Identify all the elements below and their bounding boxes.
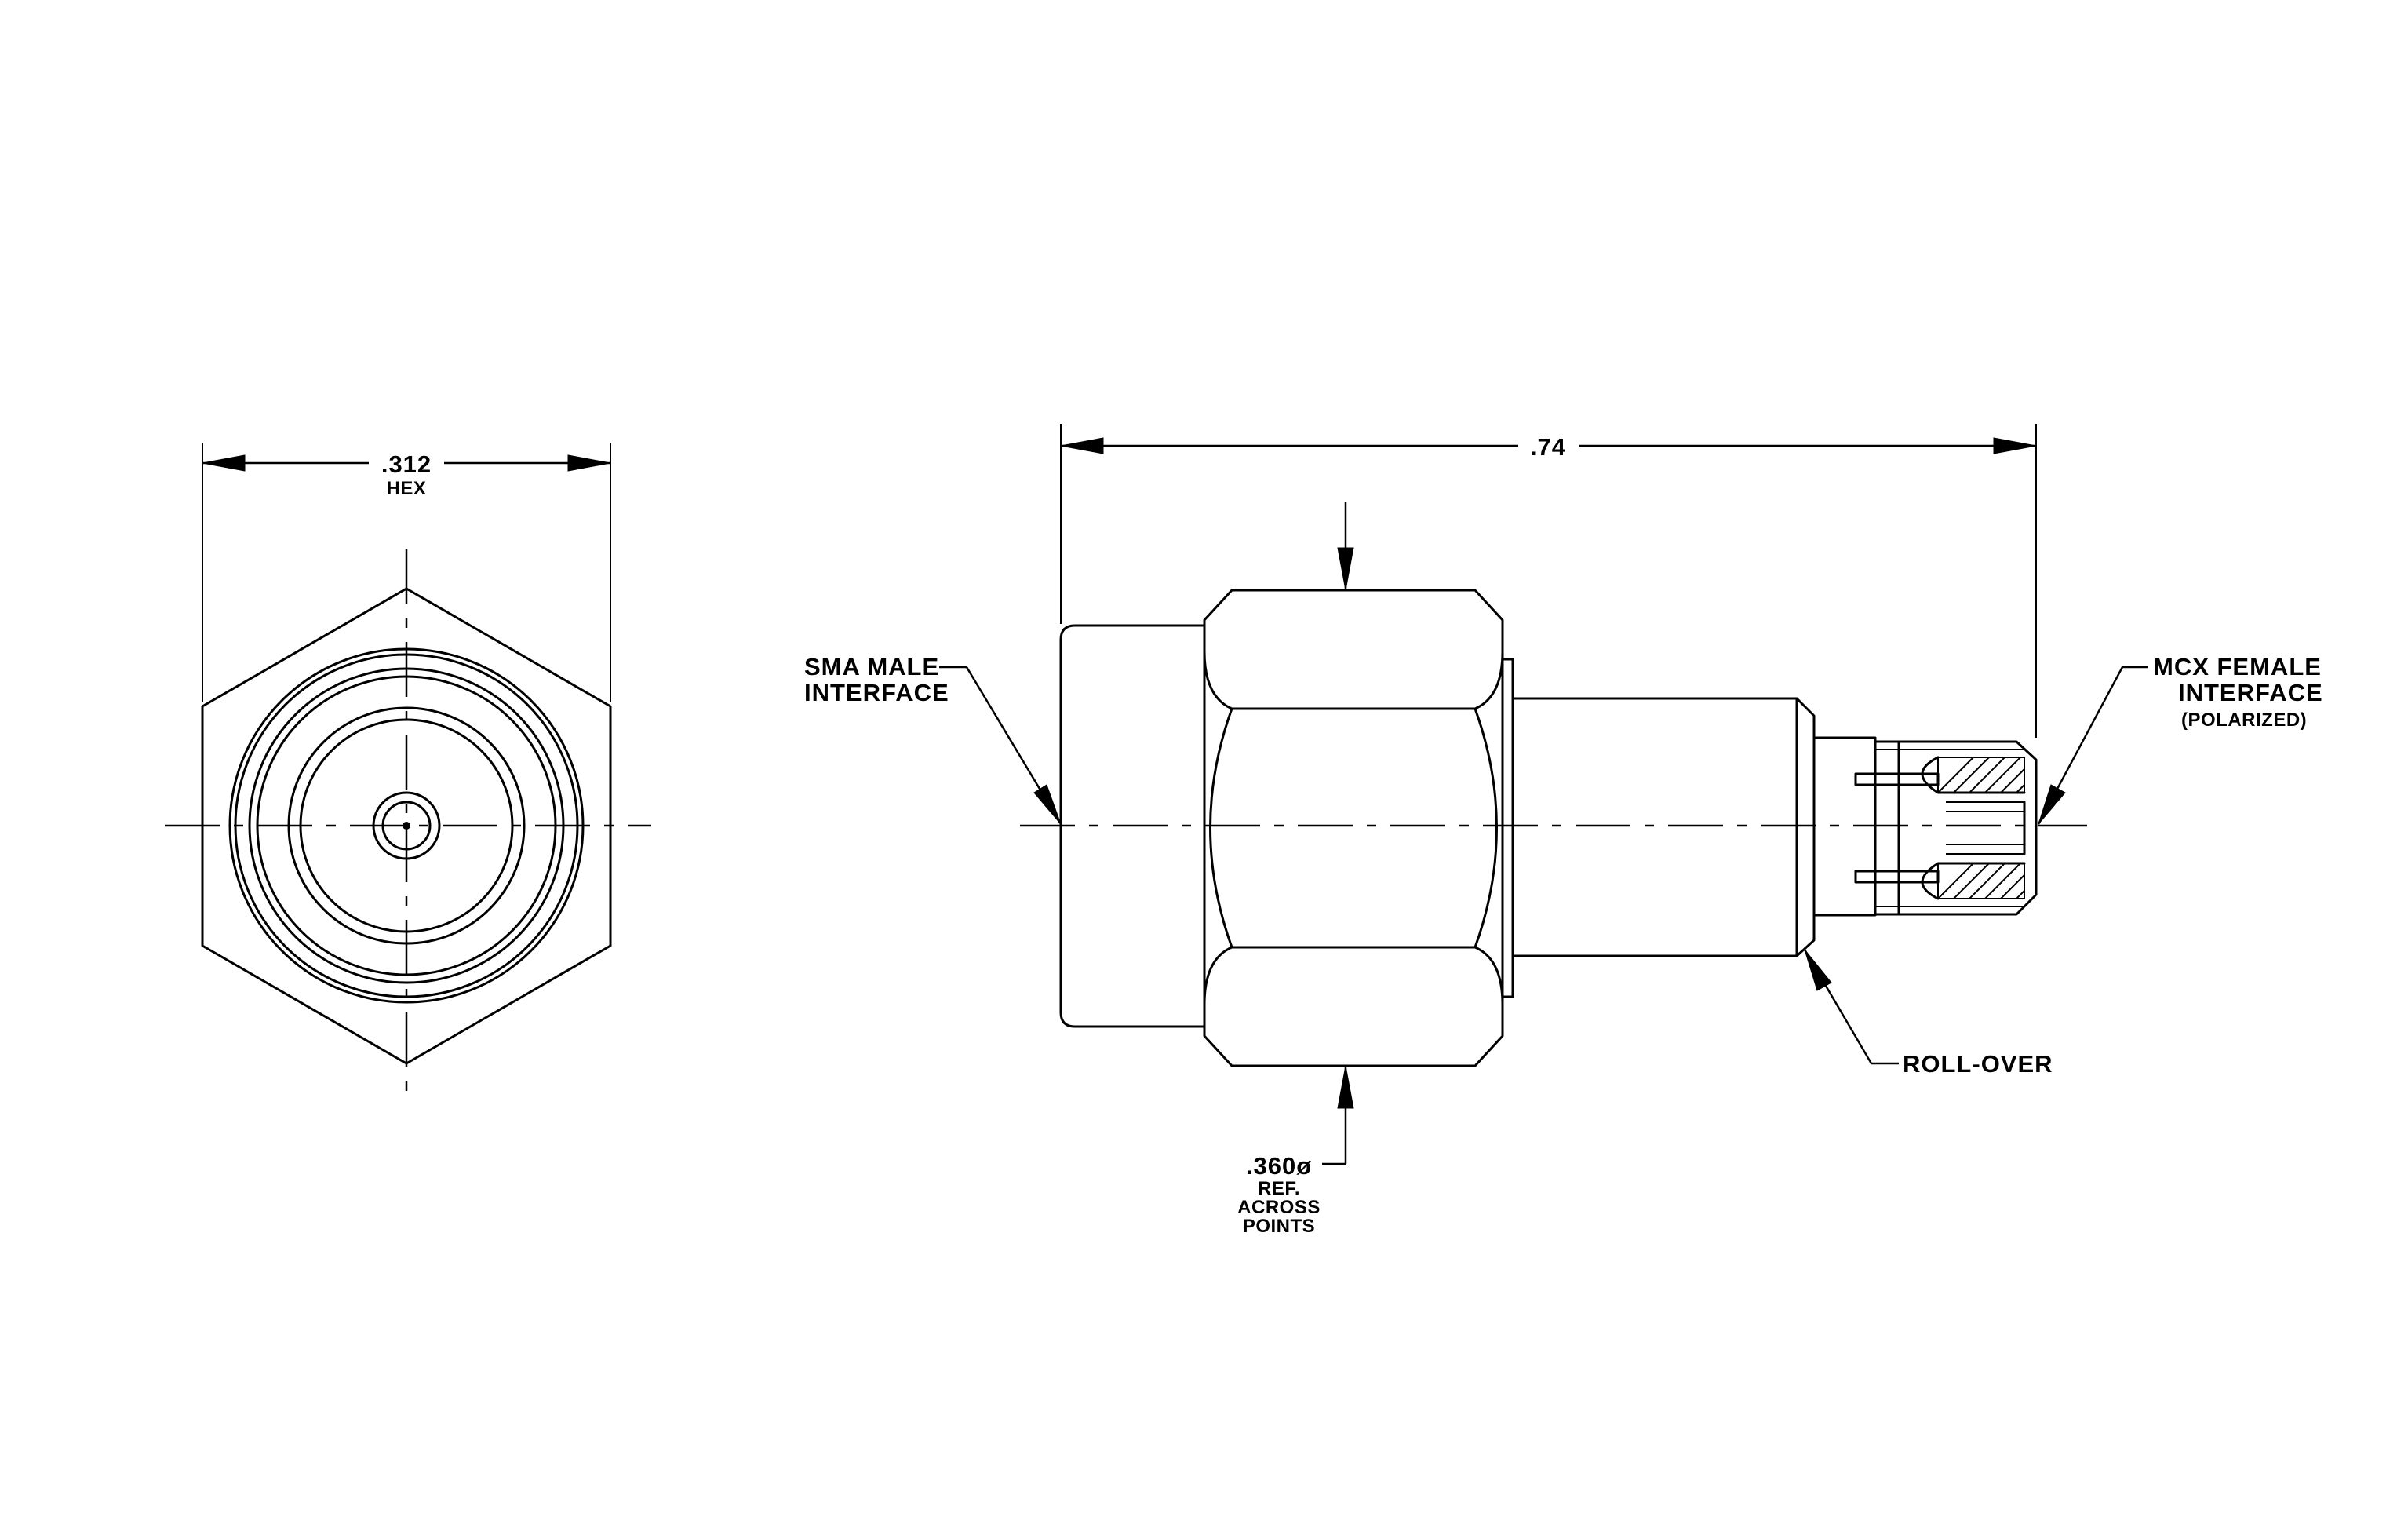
length-dimension-value: .74	[1530, 433, 1566, 461]
mcx-dielectric-hatch-upper	[1937, 757, 2025, 793]
hex-nut-chamfer-bot-left	[1203, 946, 1233, 1006]
mcx-callout: MCX FEMALE INTERFACE (POLARIZED)	[2037, 653, 2323, 825]
sma-callout: SMA MALE INTERFACE	[804, 653, 1062, 825]
mcx-callout-line-2: INTERFACE	[2178, 679, 2323, 706]
length-dimension: .74	[1060, 424, 2037, 738]
sma-front-body	[1059, 624, 1206, 1028]
mcx-callout-line-1: MCX FEMALE	[2153, 653, 2322, 680]
barrel-body	[1511, 697, 1816, 957]
mcx-dielectric-hatch-lower	[1937, 863, 2025, 899]
hex-nut-chamfer-top-left	[1203, 650, 1233, 710]
hex-dimension-note: HEX	[387, 478, 427, 499]
flange-ring	[1501, 658, 1514, 998]
across-points-note-points: POINTS	[1243, 1216, 1315, 1237]
across-points-note-across: ACROSS	[1237, 1197, 1321, 1218]
sma-callout-line-1: SMA MALE	[804, 653, 939, 680]
hex-dimension-value: .312	[381, 450, 432, 478]
across-points-note-ref: REF.	[1258, 1178, 1300, 1199]
pin-center	[403, 822, 410, 830]
rollover-callout: ROLL-OVER	[1803, 949, 2053, 1078]
mcx-contact	[1921, 756, 2026, 900]
side-view	[1020, 589, 2087, 1067]
sma-callout-line-2: INTERFACE	[804, 679, 949, 706]
hex-nut-face-left	[1209, 707, 1233, 949]
across-points-value: .360ø	[1246, 1152, 1312, 1180]
hex-nut-chamfer-top-right	[1474, 650, 1504, 710]
end-view	[165, 549, 651, 1103]
hex-dimension: .312 HEX	[202, 443, 611, 702]
mcx-sleeve	[1874, 740, 2038, 916]
rollover-label: ROLL-OVER	[1903, 1050, 2053, 1078]
across-points-dimension: .360ø REF. ACROSS POINTS	[1237, 502, 1354, 1237]
hex-nut-face-right	[1474, 707, 1498, 949]
mcx-callout-line-3: (POLARIZED)	[2181, 709, 2307, 731]
hex-nut-chamfer-bot-right	[1474, 946, 1504, 1006]
hex-nut-outline	[1203, 589, 1504, 1067]
